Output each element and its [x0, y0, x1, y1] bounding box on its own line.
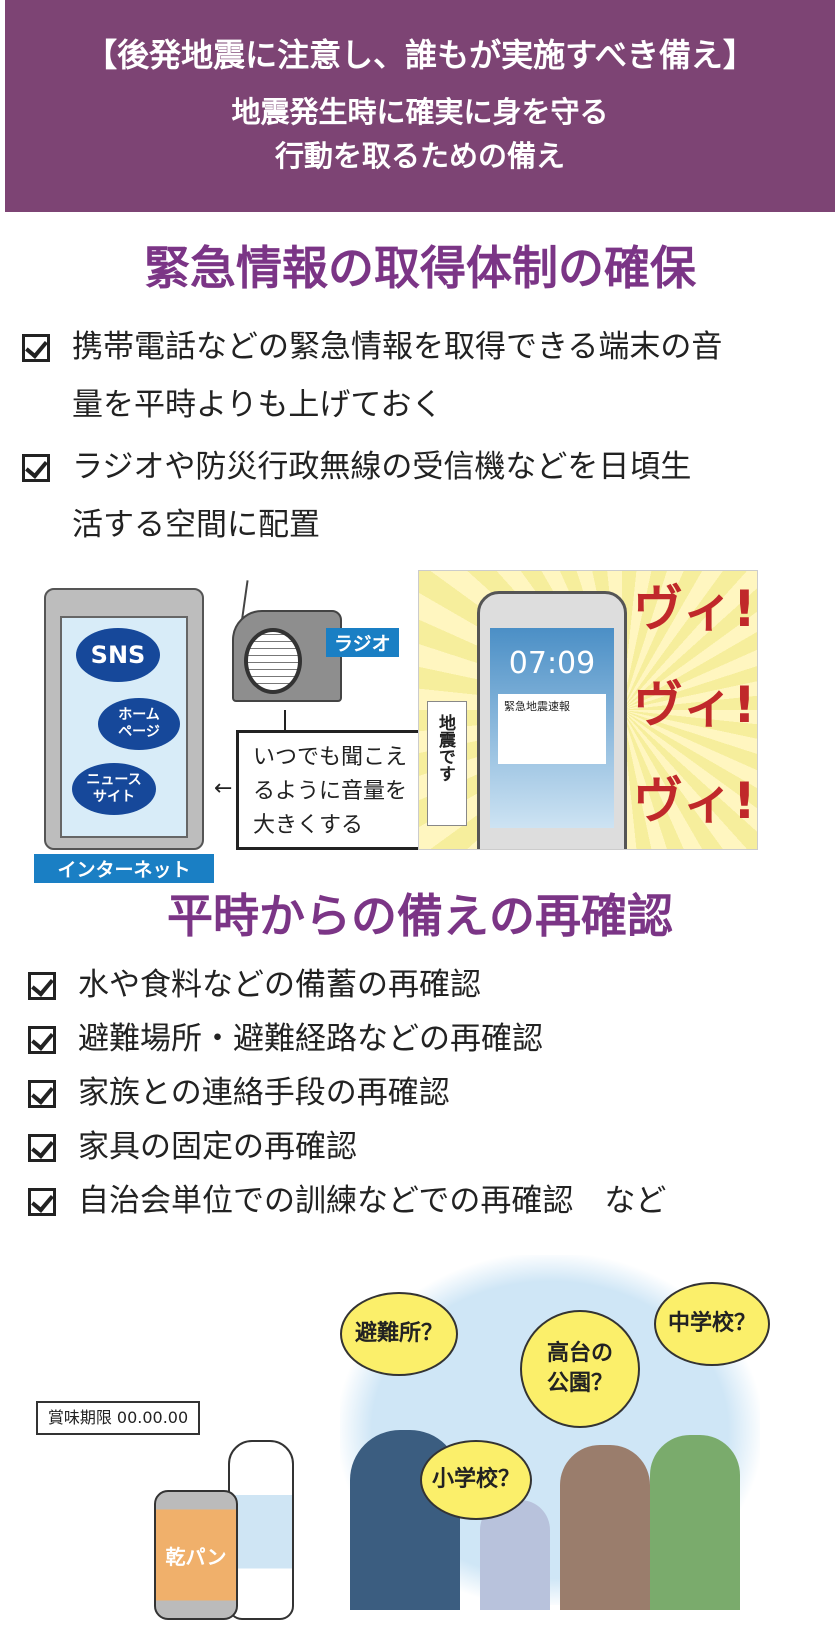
checklist-item: 家族との連絡手段の再確認	[28, 1068, 666, 1122]
checklist-item: 避難場所・避難経路などの再確認	[28, 1014, 666, 1068]
checklist: 水や食料などの備蓄の再確認 避難場所・避難経路などの再確認 家族との連絡手段の再…	[28, 960, 666, 1230]
item-text: ラジオや防災行政無線の受信機などを日頃生	[72, 449, 692, 485]
sfx-text: ヴィ!	[633, 676, 756, 734]
water-bottle-illustration	[228, 1440, 294, 1620]
speech-bubble: 避難所？	[340, 1292, 458, 1376]
arrow-up-icon	[284, 710, 286, 732]
radio-tag: ラジオ	[326, 628, 399, 657]
canned-bread-illustration: 乾パン	[154, 1490, 238, 1620]
news-site-icon: ニュースサイト	[72, 763, 156, 815]
radio-illustration	[232, 610, 342, 702]
checkbox-checked-icon	[28, 1188, 56, 1216]
checkbox-checked-icon	[22, 454, 50, 482]
item-text: 家族との連絡手段の再確認	[78, 1075, 450, 1111]
item-text: 避難場所・避難経路などの再確認	[78, 1021, 543, 1057]
header-subtitle-1: 地震発生時に確実に身を守る	[231, 95, 609, 129]
item-text: 家具の固定の再確認	[78, 1129, 357, 1165]
phone-time: 07:09	[508, 646, 596, 681]
speech-bubble: 高台の公園？	[520, 1310, 640, 1428]
manga-caption: 地震です	[427, 701, 467, 826]
sns-icon: SNS	[76, 628, 160, 682]
sfx-text: ヴィ!	[633, 580, 756, 638]
callout-box: いつでも聞こえるように音量を大きくする	[236, 730, 432, 850]
section2-title: 平時からの備えの再確認	[167, 889, 673, 943]
item-text: 水や食料などの備蓄の再確認	[78, 967, 481, 1003]
checkbox-checked-icon	[28, 1134, 56, 1162]
checklist-item: 家具の固定の再確認	[28, 1122, 666, 1176]
item-text: 携帯電話などの緊急情報を取得できる端末の音	[72, 329, 723, 365]
checkbox-checked-icon	[22, 334, 50, 362]
header-subtitle-2: 行動を取るための備え	[274, 139, 565, 173]
checklist-item: ラジオや防災行政無線の受信機などを日頃生活する空間に配置	[22, 438, 691, 554]
checkbox-checked-icon	[28, 1080, 56, 1108]
speech-bubble: 中学校？	[654, 1282, 770, 1366]
item-text: 活する空間に配置	[72, 507, 320, 543]
header-banner: 【後発地震に注意し、誰もが実施すべき備え】 地震発生時に確実に身を守る行動を取る…	[5, 0, 835, 212]
arrow-left-icon: ←	[214, 776, 233, 801]
checkbox-checked-icon	[28, 972, 56, 1000]
checklist-item: 水や食料などの備蓄の再確認	[28, 960, 666, 1014]
checklist-item: 携帯電話などの緊急情報を取得できる端末の音量を平時よりも上げておく	[22, 318, 722, 434]
expiry-label: 賞味期限 00.00.00	[36, 1401, 200, 1435]
manga-phone-illustration: 07:09 緊急地震速報 地震です ヴィ! ヴィ! ヴィ!	[418, 570, 758, 850]
tablet-illustration: SNS ホームページ ニュースサイト	[44, 588, 204, 850]
item-text: 量を平時よりも上げておく	[72, 387, 443, 423]
alert-notice: 緊急地震速報	[498, 694, 606, 764]
sfx-text: ヴィ!	[633, 772, 756, 830]
checkbox-checked-icon	[28, 1026, 56, 1054]
speech-bubble: 小学校？	[420, 1440, 532, 1520]
header-title: 【後発地震に注意し、誰もが実施すべき備え】	[85, 36, 755, 74]
homepage-icon: ホームページ	[98, 698, 180, 750]
section1-title: 緊急情報の取得体制の確保	[144, 241, 696, 295]
internet-tag: インターネット	[34, 854, 214, 883]
item-text: 自治会単位での訓練などでの再確認 など	[78, 1183, 667, 1219]
checklist-item: 自治会単位での訓練などでの再確認 など	[28, 1176, 666, 1230]
